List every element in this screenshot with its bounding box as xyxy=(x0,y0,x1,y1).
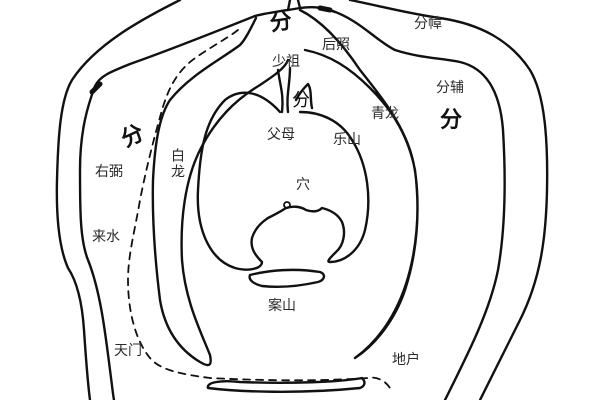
label-fen-fu: 分辅 xyxy=(436,80,464,96)
table-mountain xyxy=(248,268,326,288)
label-fu-mu: 父母 xyxy=(267,127,295,143)
label-fen-zhang: 分幛 xyxy=(414,16,442,32)
top-peak-stem xyxy=(286,0,302,12)
green-dragon-ridge xyxy=(298,8,419,360)
label-qing-long: 青龙 xyxy=(371,106,399,122)
parent-mountain xyxy=(196,91,370,271)
label-shao-zu: 少祖 xyxy=(272,54,300,70)
label-an-shan: 案山 xyxy=(268,298,296,314)
label-di-hu: 地户 xyxy=(392,352,420,368)
label-hou-zhao: 后照 xyxy=(322,37,350,53)
dot-left xyxy=(89,81,103,95)
second-contour-right xyxy=(328,8,506,400)
white-tiger-ridge xyxy=(151,16,290,367)
outer-contour-right xyxy=(348,0,549,400)
top-dot xyxy=(317,5,333,13)
label-lai-shui: 来水 xyxy=(92,229,120,245)
second-contour-left xyxy=(78,14,257,400)
ancestor-branch xyxy=(276,66,292,114)
hole-point xyxy=(283,201,291,209)
inner-branch-glyph: 分 xyxy=(292,90,310,111)
right-branch-glyph: 分 xyxy=(440,108,463,133)
label-le-shan: 乐山 xyxy=(333,132,361,148)
label-you-bi: 右弼 xyxy=(95,164,123,180)
top-branch-glyph: 分 xyxy=(268,8,294,37)
label-xue: 穴 xyxy=(296,177,310,193)
outer-contour xyxy=(55,0,182,400)
ancestor-branch-right xyxy=(294,82,314,110)
label-tian-men: 天门 xyxy=(114,343,142,359)
label-bai-long: 白龙 xyxy=(169,148,185,180)
water-flow-path xyxy=(127,29,393,393)
